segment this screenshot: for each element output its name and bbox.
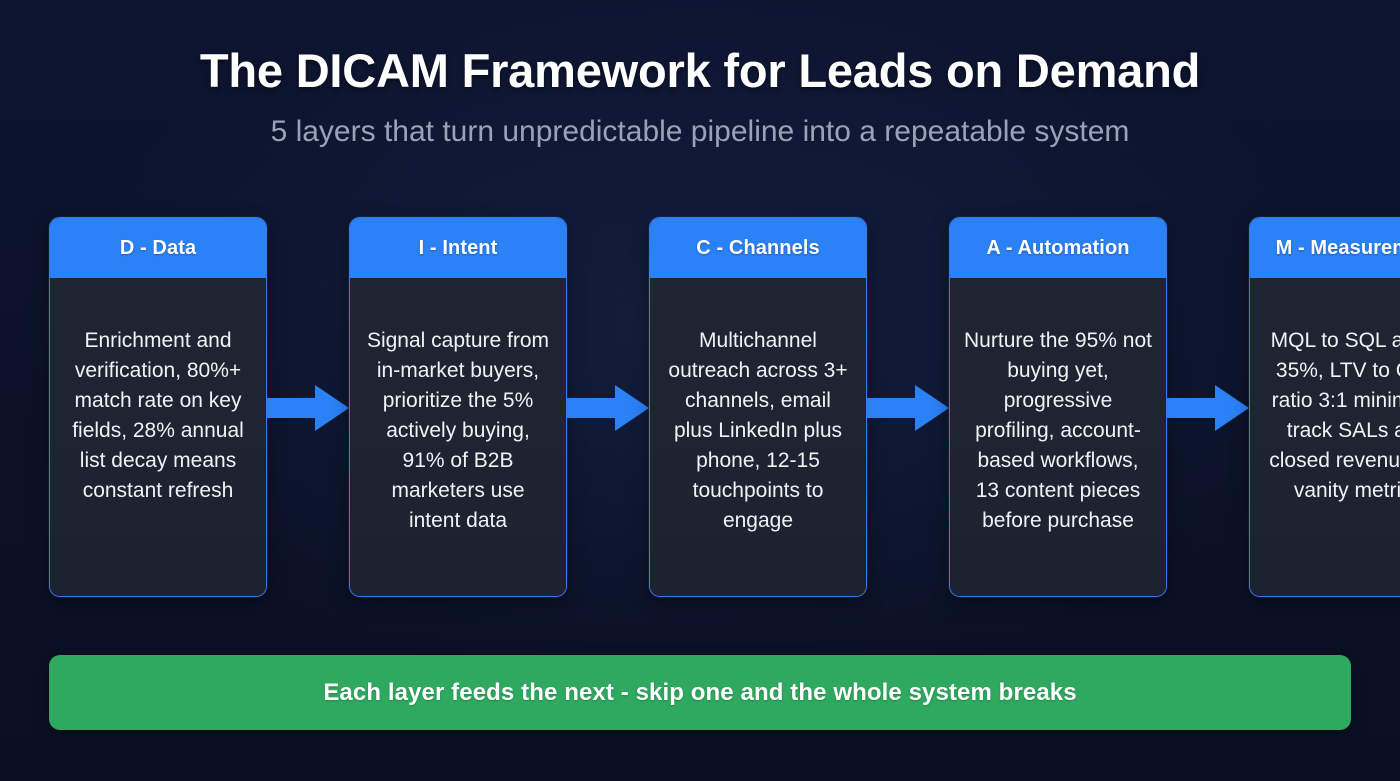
card-body-data: Enrichment and verification, 80%+ match … — [50, 278, 266, 596]
connector-1 — [267, 217, 349, 597]
card-title-data: D - Data — [119, 236, 197, 259]
card-title-channels: C - Channels — [696, 236, 820, 259]
footer-banner: Each layer feeds the next - skip one and… — [49, 655, 1351, 730]
card-body-intent: Signal capture from in-market buyers, pr… — [350, 278, 566, 596]
arrow-right-icon — [867, 384, 949, 431]
card-header-measurement: M - Measurement — [1250, 218, 1400, 278]
card-title-measurement: M - Measurement — [1275, 236, 1400, 259]
card-body-automation: Nurture the 95% not buying yet, progress… — [950, 278, 1166, 596]
arrow-right-icon — [1167, 384, 1249, 431]
connector-2 — [567, 217, 649, 597]
framework-card-measurement[interactable]: M - Measurement MQL to SQL at 25-35%, LT… — [1249, 217, 1400, 597]
card-description-channels: Multichannel outreach across 3+ channels… — [668, 329, 848, 532]
connector-3 — [867, 217, 949, 597]
card-header-data: D - Data — [50, 218, 266, 278]
framework-card-data[interactable]: D - Data Enrichment and verification, 80… — [49, 217, 267, 597]
card-title-intent: I - Intent — [418, 236, 498, 259]
card-body-channels: Multichannel outreach across 3+ channels… — [650, 278, 866, 596]
card-header-channels: C - Channels — [650, 218, 866, 278]
card-description-measurement: MQL to SQL at 25-35%, LTV to CAC ratio 3… — [1269, 329, 1400, 502]
connector-4 — [1167, 217, 1249, 597]
card-body-measurement: MQL to SQL at 25-35%, LTV to CAC ratio 3… — [1250, 278, 1400, 596]
page-title: The DICAM Framework for Leads on Demand — [199, 44, 1201, 97]
framework-card-intent[interactable]: I - Intent Signal capture from in-market… — [349, 217, 567, 597]
card-header-intent: I - Intent — [350, 218, 566, 278]
header: The DICAM Framework for Leads on Demand … — [0, 44, 1400, 150]
framework-card-automation[interactable]: A - Automation Nurture the 95% not buyin… — [949, 217, 1167, 597]
page-subtitle: 5 layers that turn unpredictable pipelin… — [270, 115, 1130, 149]
card-title-automation: A - Automation — [986, 236, 1130, 259]
card-header-automation: A - Automation — [950, 218, 1166, 278]
arrow-right-icon — [567, 384, 649, 431]
card-description-automation: Nurture the 95% not buying yet, progress… — [964, 329, 1152, 532]
framework-cards-row: D - Data Enrichment and verification, 80… — [49, 217, 1400, 597]
framework-card-channels[interactable]: C - Channels Multichannel outreach acros… — [649, 217, 867, 597]
footer-banner-text: Each layer feeds the next - skip one and… — [323, 678, 1077, 706]
card-description-data: Enrichment and verification, 80%+ match … — [72, 329, 244, 502]
card-description-intent: Signal capture from in-market buyers, pr… — [366, 329, 550, 532]
arrow-right-icon — [267, 384, 349, 431]
